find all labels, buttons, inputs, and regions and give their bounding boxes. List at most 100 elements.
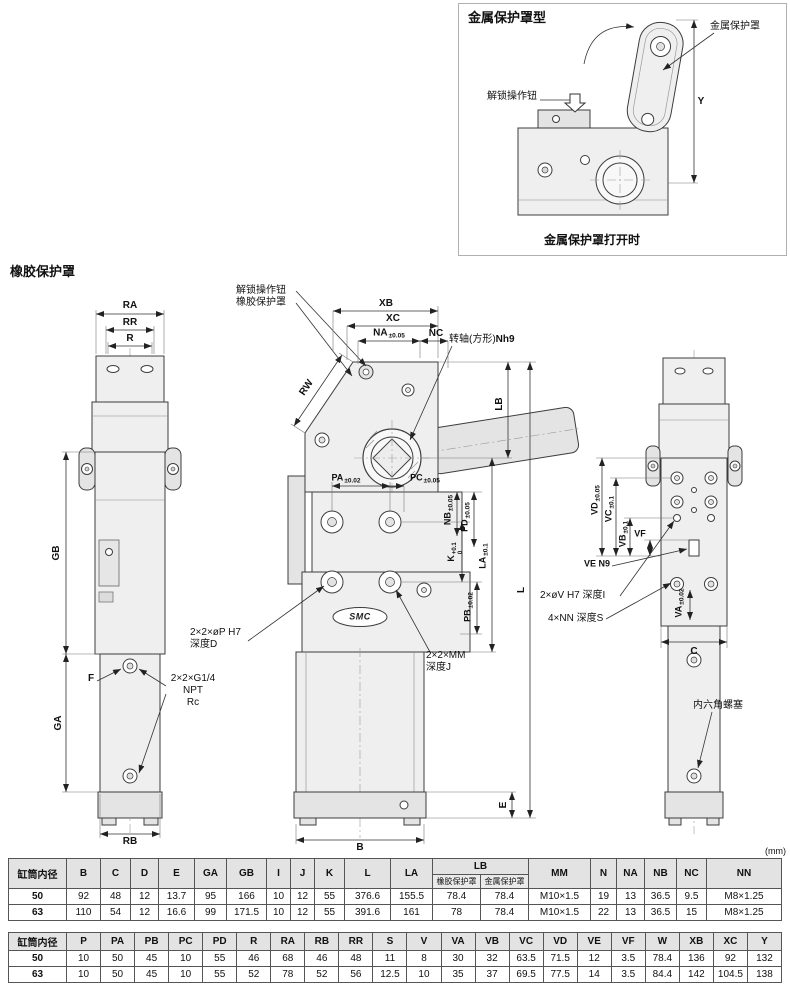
- table-cell: M10×1.5: [528, 904, 591, 921]
- dim-label-la: LA±0.1: [477, 543, 490, 569]
- table-cell: 71.5: [542, 950, 578, 967]
- column-header: VA: [440, 932, 476, 951]
- column-header: PA: [100, 932, 136, 951]
- table-cell: 391.6: [344, 904, 391, 921]
- dim-label-b: B: [356, 842, 364, 853]
- column-header: RB: [304, 932, 340, 951]
- column-header: NN: [706, 858, 782, 889]
- table-cell: 77.5: [542, 966, 578, 983]
- column-header: L: [344, 858, 391, 889]
- dimension-table-2: 缸筒内径 P PA PB PC PD R RA RB RR S V VA VB …: [8, 932, 783, 983]
- table-cell: 32: [474, 950, 510, 967]
- shaft-label: 转轴(方形)Nh9: [449, 334, 515, 345]
- table-cell: 171.5: [226, 904, 267, 921]
- column-header: GB: [226, 858, 267, 889]
- metal-cover-type-title: 金属保护罩型: [468, 10, 547, 25]
- bore-header: 缸筒内径: [8, 932, 67, 951]
- metal-cover-open-caption: 金属保护罩打开时: [543, 232, 641, 247]
- table-cell: 54: [100, 904, 131, 921]
- table-cell: 14: [576, 966, 612, 983]
- rubber-cover-heading: 橡胶保护罩: [10, 264, 76, 279]
- dim-label-vf: VF: [634, 528, 646, 539]
- table-cell: M8×1.25: [706, 904, 782, 921]
- table-cell: 52: [304, 966, 340, 983]
- table-cell: 55: [202, 966, 238, 983]
- unit-note: (mm): [765, 846, 786, 856]
- table-cell: 50: [100, 966, 136, 983]
- column-header: NB: [644, 858, 677, 889]
- table-cell: 45: [134, 966, 170, 983]
- table-cell: 166: [226, 888, 267, 905]
- dim-label-vd: VD±0.05: [589, 485, 602, 515]
- column-header-lb: LB: [432, 858, 529, 875]
- table-cell: 37: [474, 966, 510, 983]
- table-cell: 110: [66, 904, 101, 921]
- table-cell: 12: [576, 950, 612, 967]
- dim-label-vb: VB±0.1: [617, 520, 630, 548]
- ve-keyway-label: VE N9: [583, 558, 611, 569]
- row-header-cell: 63: [8, 904, 67, 921]
- table1-header: 缸筒内径 B C D E GA GB I J K L LA LB MM N NA…: [8, 858, 782, 889]
- dim-label-r: R: [126, 333, 134, 344]
- row-header-cell: 63: [8, 966, 67, 983]
- table-cell: 45: [134, 950, 170, 967]
- table-cell: 132: [746, 950, 783, 967]
- column-header: MM: [528, 858, 591, 889]
- table2-header: 缸筒内径 P PA PB PC PD R RA RB RR S V VA VB …: [8, 932, 783, 951]
- lb-subheader-rubber: 橡胶保护罩: [432, 874, 481, 889]
- table-cell: 104.5: [712, 966, 748, 983]
- column-header: PC: [168, 932, 204, 951]
- dim-label-nb: NB±0.05: [442, 494, 455, 526]
- bore-header: 缸筒内径: [8, 858, 67, 889]
- table-cell: 138: [746, 966, 783, 983]
- column-header: VC: [508, 932, 544, 951]
- dim-label-lb: LB: [494, 397, 505, 411]
- dim-label-f: F: [87, 673, 95, 684]
- table-cell: 155.5: [390, 888, 433, 905]
- table-cell: 63.5: [508, 950, 544, 967]
- table-cell: 11: [372, 950, 408, 967]
- column-header: I: [266, 858, 291, 889]
- column-header: R: [236, 932, 272, 951]
- dim-label-va: VA±0.02: [673, 588, 686, 618]
- column-header: V: [406, 932, 442, 951]
- table-cell: 3.5: [610, 950, 646, 967]
- table-cell: 68: [270, 950, 306, 967]
- table-cell: M8×1.25: [706, 888, 782, 905]
- table-cell: 78: [432, 904, 481, 921]
- table-cell: 78.4: [480, 904, 529, 921]
- dim-label-pc: PC±0.05: [410, 472, 440, 485]
- column-header: VE: [576, 932, 612, 951]
- column-header: XB: [678, 932, 714, 951]
- dim-label-rr: RR: [122, 317, 138, 328]
- column-header: B: [66, 858, 101, 889]
- table-cell: 55: [314, 888, 345, 905]
- table-cell: 13.7: [158, 888, 195, 905]
- column-header: XC: [712, 932, 748, 951]
- table-cell: 52: [236, 966, 272, 983]
- table-cell: 13: [616, 888, 645, 905]
- table-cell: 78.4: [480, 888, 529, 905]
- table-cell: 95: [194, 888, 227, 905]
- table-cell: 376.6: [344, 888, 391, 905]
- table-cell: 10: [65, 966, 102, 983]
- v-hole-label: 2×øV H7 深度I: [540, 590, 606, 601]
- column-header: PD: [202, 932, 238, 951]
- lb-subheader-metal: 金属保护罩: [480, 874, 529, 889]
- dim-label-gb: GB: [51, 545, 62, 561]
- dim-label-pb: PB±0.02: [462, 592, 475, 622]
- column-header: S: [372, 932, 408, 951]
- table-cell: 142: [678, 966, 714, 983]
- table-cell: 12.5: [372, 966, 408, 983]
- unlock-button-label: 解锁操作钮: [236, 285, 286, 296]
- table-cell: 36.5: [644, 904, 677, 921]
- table-cell: 22: [590, 904, 617, 921]
- column-header: C: [100, 858, 131, 889]
- table-cell: 10: [406, 966, 442, 983]
